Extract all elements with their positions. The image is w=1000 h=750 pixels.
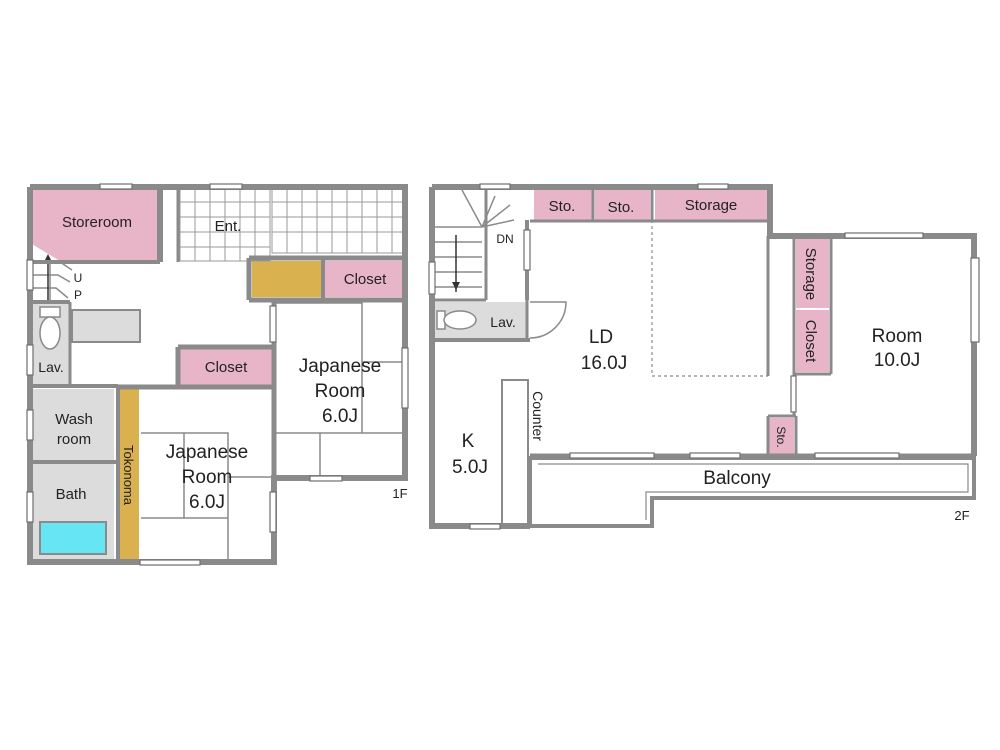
tokonoma-label: Tokonoma: [121, 445, 136, 506]
stairs-up-label-p: P: [74, 288, 82, 302]
balcony-label: Balcony: [703, 468, 771, 489]
entrance-tiles: [179, 186, 406, 262]
tatami-lines: [141, 302, 405, 562]
storage-tiny-fill: [768, 418, 794, 454]
kitchen-size: 5.0J: [452, 457, 488, 478]
stairwell-void: [651, 220, 768, 377]
bath-label: Bath: [56, 486, 87, 503]
windows-1f: [26, 183, 409, 566]
storage-small-2-fill: [595, 187, 650, 220]
floor-2f-label: 2F: [954, 508, 969, 523]
stairs-up-label-u: U: [74, 271, 83, 285]
lav-door-swing: [529, 301, 567, 339]
bathtub: [39, 521, 107, 555]
japanese-room-left-line1: Japanese: [166, 442, 248, 463]
closet-upper-label: Closet: [344, 271, 387, 288]
entrance-label: Ent.: [215, 218, 242, 235]
closet-upper-fill: [325, 261, 405, 297]
japanese-room-left-line2: Room: [182, 467, 233, 488]
closet-side-label: Closet: [802, 320, 819, 363]
closet-alcove-tan: [252, 261, 324, 297]
lav-2f-label: Lav.: [490, 314, 515, 330]
lav-1f-label: Lav.: [38, 359, 63, 375]
windows-2f: [428, 183, 980, 530]
kitchen-counter: [501, 379, 529, 525]
storeroom-label: Storeroom: [62, 214, 132, 231]
walls-1f: [27, 184, 408, 565]
storage-top-label: Storage: [685, 197, 738, 214]
closet-lower-fill: [180, 349, 272, 385]
ld-name: LD: [589, 327, 613, 348]
storage-tiny-label: Sto.: [774, 426, 788, 447]
closet-lower-label: Closet: [205, 359, 248, 376]
tokonoma-fill: [120, 389, 139, 562]
room-name: Room: [872, 326, 923, 347]
floor-2f: DN Sto. Sto. Storage Storage Closet Sto.…: [428, 183, 980, 530]
toilet-2f: [436, 310, 477, 330]
closet-side-fill: [796, 310, 829, 372]
wash-counter: [71, 309, 141, 343]
japanese-room-left-size: 6.0J: [189, 492, 225, 513]
storage-side-label: Storage: [802, 248, 819, 301]
toilet-1f: [39, 306, 61, 350]
room-size: 10.0J: [874, 350, 920, 371]
japanese-room-right-line2: Room: [315, 381, 366, 402]
storeroom-fill: [30, 187, 160, 261]
floor-1f-label: 1F: [392, 486, 407, 501]
ld-size: 16.0J: [581, 353, 627, 374]
stairs-down-2f: [434, 189, 515, 292]
kitchen-name: K: [462, 431, 475, 452]
storage-top-fill: [655, 187, 768, 220]
wash-room-label-2: room: [57, 431, 91, 448]
storage-side-fill: [796, 238, 829, 308]
storage-small-2-label: Sto.: [608, 199, 635, 216]
balcony-inner-rail: [538, 463, 969, 520]
counter-label: Counter: [530, 391, 546, 441]
storage-small-1-label: Sto.: [549, 198, 576, 215]
wash-room-label-1: Wash: [55, 411, 93, 428]
storage-small-1-fill: [534, 187, 592, 220]
stairs-down-label: DN: [496, 232, 513, 246]
japanese-room-right-line1: Japanese: [299, 356, 381, 377]
wash-room-fill: [30, 389, 114, 461]
japanese-room-right-size: 6.0J: [322, 406, 358, 427]
floor-1f: Storeroom Ent. U P Closet Closet Japanes…: [26, 183, 409, 566]
